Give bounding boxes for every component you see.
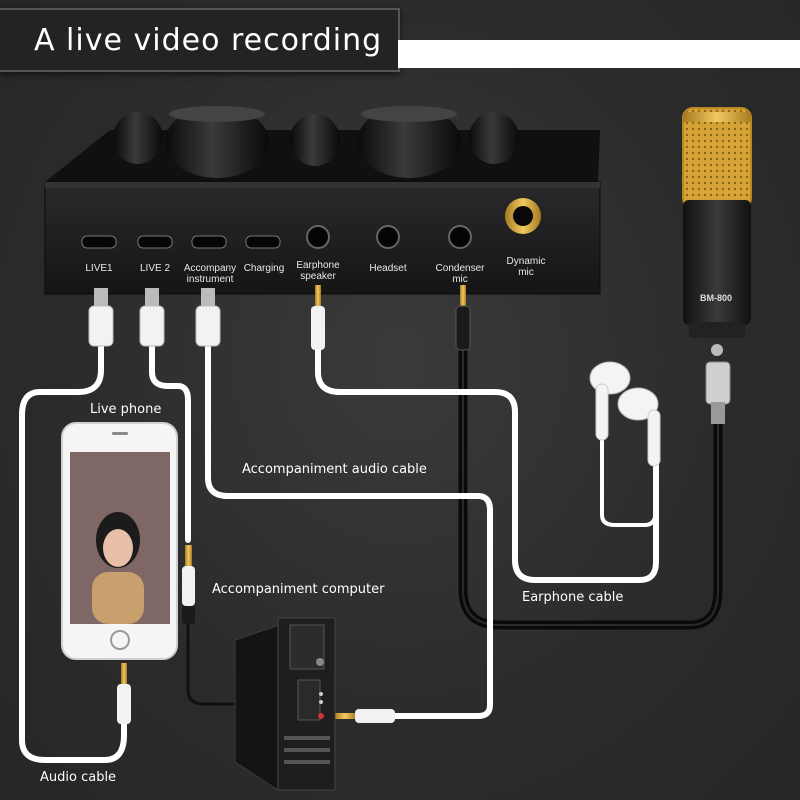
cables bbox=[19, 335, 723, 763]
sound-card-device bbox=[44, 106, 601, 295]
port-label-earphone: Earphone speaker bbox=[296, 260, 340, 282]
audio-cable-white bbox=[19, 342, 127, 763]
label-accompaniment-computer: Accompaniment computer bbox=[212, 582, 385, 597]
port-accompany bbox=[191, 235, 227, 249]
label-audio-cable: Audio cable bbox=[40, 770, 117, 785]
port-label-condenser: Condenser mic bbox=[435, 263, 485, 285]
accompaniment-computer bbox=[234, 617, 336, 791]
port-headset bbox=[376, 225, 400, 249]
port-label-live2: LIVE 2 bbox=[139, 263, 171, 274]
mic-model-label: BM-800 bbox=[700, 293, 733, 303]
label-earphone-cable: Earphone cable bbox=[522, 590, 624, 605]
accompaniment-audio-cable bbox=[205, 342, 493, 719]
label-accompaniment-audio-cable: Accompaniment audio cable bbox=[242, 462, 427, 477]
page-title: A live video recording bbox=[34, 22, 383, 58]
port-condenser bbox=[448, 225, 472, 249]
port-label-dynamic: Dynamic mic bbox=[506, 256, 546, 278]
port-label-charging: Charging bbox=[243, 263, 285, 274]
port-label-accompany: Accompany instrument bbox=[183, 263, 237, 285]
knob-small-3 bbox=[469, 112, 519, 164]
knob-large-2 bbox=[357, 106, 461, 178]
port-earphone bbox=[306, 225, 330, 249]
knob-small-2 bbox=[290, 114, 340, 166]
computer-phone-cable bbox=[186, 618, 292, 706]
phone-cable-white bbox=[149, 342, 191, 543]
title-banner: A live video recording bbox=[0, 8, 400, 72]
port-live2 bbox=[137, 235, 173, 249]
knob-large-1 bbox=[165, 106, 269, 178]
title-underline-bar bbox=[398, 40, 800, 68]
label-live-phone: Live phone bbox=[90, 402, 162, 417]
knob-small-1 bbox=[113, 112, 163, 164]
live-phone bbox=[61, 422, 178, 660]
port-label-live1: LIVE1 bbox=[85, 263, 113, 274]
earphone-cable bbox=[315, 347, 659, 583]
port-live1 bbox=[81, 235, 117, 249]
port-label-headset: Headset bbox=[369, 263, 407, 274]
earphones bbox=[589, 361, 661, 467]
port-charging bbox=[245, 235, 281, 249]
plugs bbox=[88, 285, 731, 724]
condenser-microphone bbox=[682, 107, 752, 356]
